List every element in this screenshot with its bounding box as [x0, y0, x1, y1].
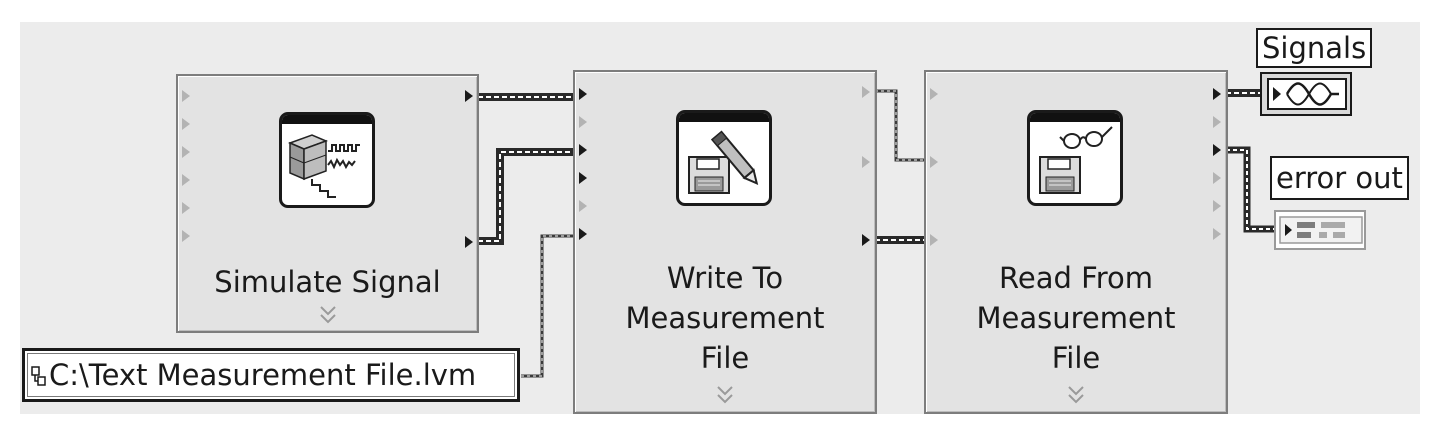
- output-terminal[interactable]: [862, 234, 870, 246]
- wire-read-to-error-out[interactable]: [1226, 146, 1275, 233]
- output-terminal[interactable]: [862, 156, 870, 168]
- chevron-down-icon[interactable]: [715, 384, 735, 406]
- input-terminal[interactable]: [579, 116, 587, 128]
- output-terminal[interactable]: [465, 90, 473, 102]
- read-from-measurement-file-label: Read From Measurement File: [976, 261, 1176, 375]
- write-file-icon: [676, 110, 772, 206]
- input-terminal[interactable]: [182, 146, 190, 158]
- input-terminal[interactable]: [579, 172, 587, 184]
- path-icon: [31, 366, 46, 386]
- input-terminal[interactable]: [182, 90, 190, 102]
- input-terminal[interactable]: [930, 156, 938, 168]
- input-terminal[interactable]: [182, 118, 190, 130]
- waveform-indicator-icon: [1267, 78, 1347, 110]
- error-cluster-indicator-icon: [1279, 216, 1363, 244]
- input-terminal[interactable]: [579, 200, 587, 212]
- input-terminal[interactable]: [579, 228, 587, 240]
- file-path-constant[interactable]: C:\Text Measurement File.lvm: [22, 348, 520, 402]
- output-terminal[interactable]: [1213, 88, 1221, 100]
- output-terminal[interactable]: [1213, 172, 1221, 184]
- output-terminal[interactable]: [1213, 144, 1221, 156]
- error-out-indicator[interactable]: [1274, 210, 1366, 250]
- output-terminal[interactable]: [1213, 228, 1221, 240]
- input-terminal[interactable]: [930, 88, 938, 100]
- input-terminal[interactable]: [182, 202, 190, 214]
- wire-signal2-to-write[interactable]: [478, 148, 575, 245]
- input-terminal[interactable]: [182, 230, 190, 242]
- input-terminal[interactable]: [579, 88, 587, 100]
- input-terminal[interactable]: [930, 234, 938, 246]
- input-terminal[interactable]: [182, 174, 190, 186]
- chevron-down-icon[interactable]: [318, 304, 338, 326]
- wire-path-to-write[interactable]: [521, 234, 575, 378]
- error-out-label: error out: [1270, 156, 1409, 200]
- write-to-measurement-file-label: Write To Measurement File: [625, 261, 825, 375]
- output-terminal[interactable]: [1213, 116, 1221, 128]
- wire-write-to-read-filename[interactable]: [875, 89, 928, 162]
- chevron-down-icon[interactable]: [1066, 384, 1086, 406]
- input-terminal[interactable]: [579, 144, 587, 156]
- file-path-value: C:\Text Measurement File.lvm: [49, 358, 477, 392]
- simulate-signal-icon: [279, 112, 375, 208]
- output-terminal[interactable]: [862, 86, 870, 98]
- simulate-signal-label: Simulate Signal: [214, 265, 441, 299]
- output-terminal[interactable]: [1213, 200, 1221, 212]
- output-terminal[interactable]: [465, 236, 473, 248]
- write-to-measurement-file-node[interactable]: Write To Measurement File: [573, 70, 877, 414]
- signals-indicator[interactable]: [1260, 72, 1352, 116]
- read-from-measurement-file-node[interactable]: Read From Measurement File: [924, 70, 1228, 414]
- signals-label: Signals: [1256, 28, 1373, 68]
- simulate-signal-node[interactable]: Simulate Signal: [176, 74, 479, 333]
- read-file-icon: [1027, 110, 1123, 206]
